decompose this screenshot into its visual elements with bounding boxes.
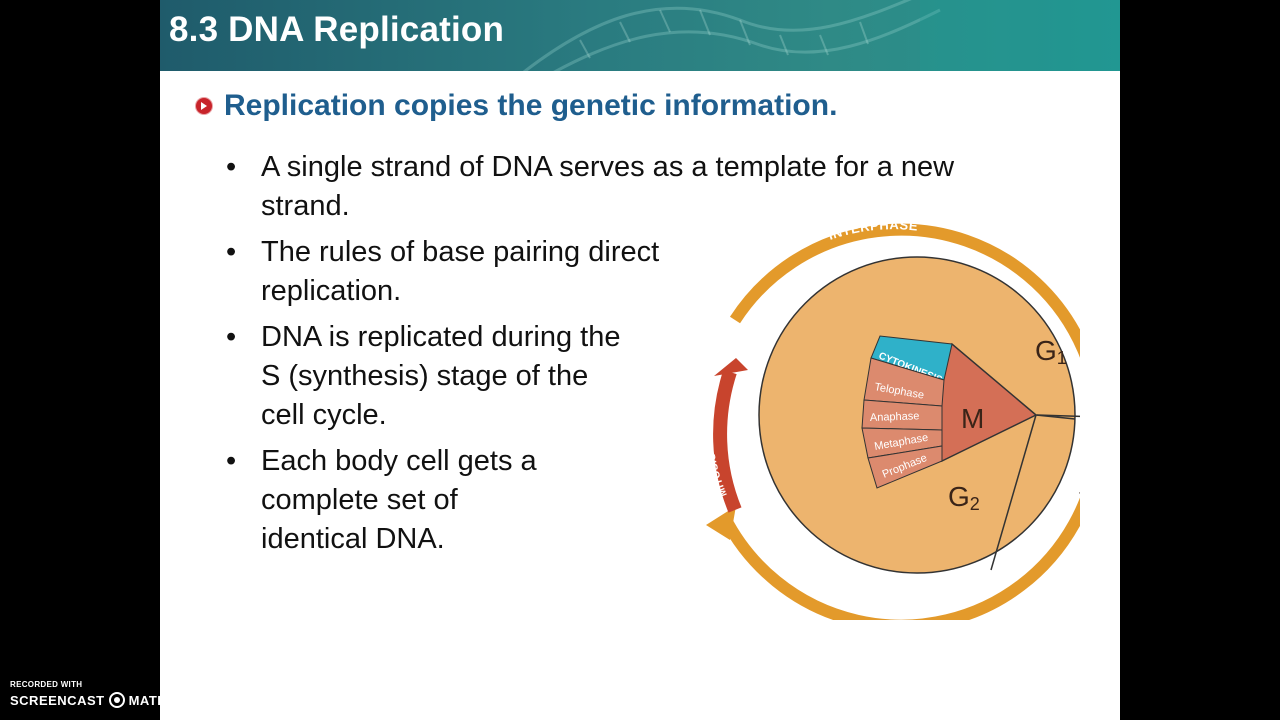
watermark-brand: SCREENCAST MATIC	[10, 692, 171, 708]
title-bar: 8.3 DNA Replication	[160, 0, 1120, 71]
watermark-brand-left: SCREENCAST	[10, 692, 105, 708]
bullet-dot: •	[226, 236, 237, 268]
bullet-text-line: DNA is replicated during the	[261, 321, 621, 353]
screencast-logo-icon	[108, 692, 125, 708]
bullet-text-line: A single strand of DNA serves as a templ…	[261, 151, 955, 183]
phase-band-prophase	[867, 445, 943, 489]
watermark-brand-right: MATIC	[128, 692, 172, 708]
dna-helix-decoration	[522, 0, 1120, 71]
g2-phase-label: G2	[948, 481, 980, 514]
bullet-dot: •	[226, 445, 237, 477]
bullet-text-line: S (synthesis) stage of the	[261, 360, 589, 392]
pie-divider	[1035, 414, 1076, 420]
phase-label-anaphase: Anaphase	[870, 410, 920, 424]
screencast-watermark: RECORDED WITH SCREENCAST MATIC	[10, 680, 171, 708]
bullet-text-line: identical DNA.	[261, 523, 445, 555]
slide-title: 8.3 DNA Replication	[169, 10, 505, 49]
bullet-dot: •	[226, 151, 237, 183]
slide: 8.3 DNA Replication Replication copies t…	[160, 0, 1120, 720]
bullet-text-line: complete set of	[261, 484, 458, 516]
cell-cycle-diagram: INTERPHASE MITOSIS CYTOKINESIS Telophase…	[706, 217, 1080, 620]
bullet-text-line: cell cycle.	[261, 399, 387, 431]
mitosis-arc	[713, 369, 742, 513]
g1-phase-label: G1	[1035, 335, 1067, 368]
pie-divider-s-g2	[990, 414, 1037, 571]
bullet-text-line: Each body cell gets a	[261, 445, 537, 477]
watermark-recorded-with: RECORDED WITH	[10, 680, 83, 689]
interphase-ring	[719, 223, 1080, 620]
pie-divider-g1-s	[1036, 414, 1080, 418]
m-phase-label: M	[961, 403, 984, 434]
interphase-label: INTERPHASE	[826, 217, 919, 243]
bullet-text-line: replication.	[261, 275, 402, 307]
s-phase-label: S	[1078, 472, 1080, 503]
red-arrow-bullet-icon	[196, 98, 212, 114]
slide-heading: Replication copies the genetic informati…	[224, 89, 838, 122]
mitosis-arrowhead	[714, 358, 748, 376]
bullet-dot: •	[226, 321, 237, 353]
interphase-arrowhead-bottom	[706, 506, 736, 540]
bullet-text-line: The rules of base pairing direct	[261, 236, 660, 268]
bullet-text-line: strand.	[261, 190, 350, 222]
